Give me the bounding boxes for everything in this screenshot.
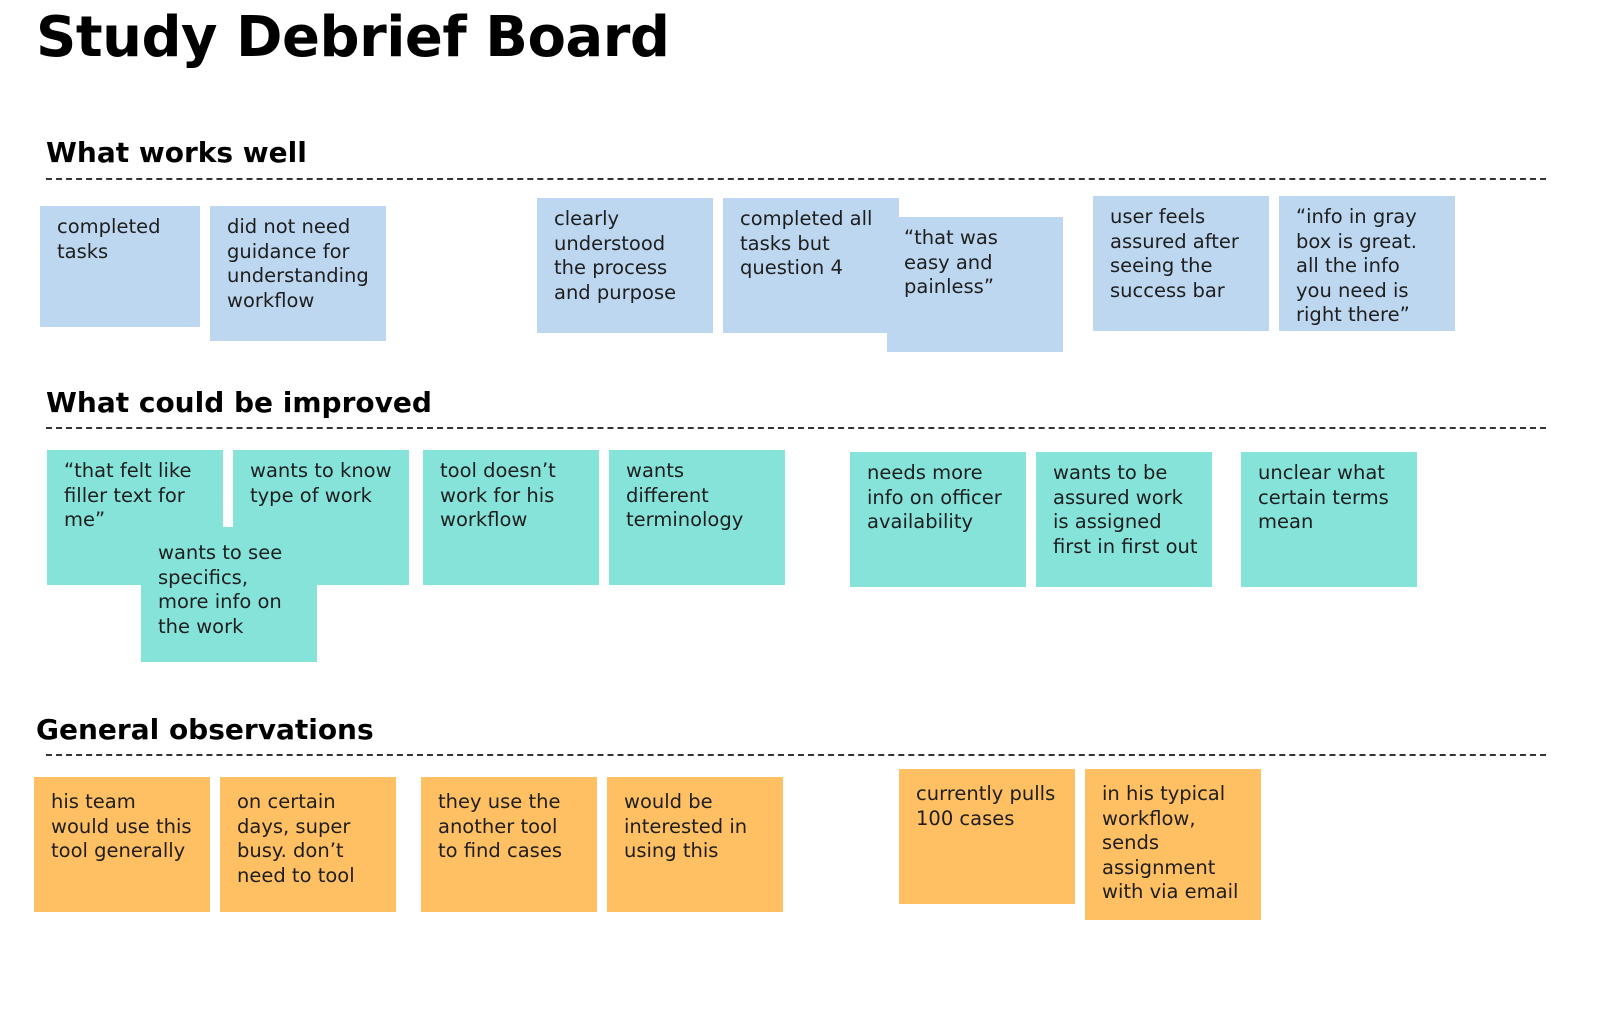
sticky-note[interactable]: “that was easy and painless” — [887, 217, 1063, 352]
sticky-note[interactable]: wants different terminology — [609, 450, 785, 585]
sticky-note[interactable]: would be interested in using this — [607, 777, 783, 912]
sticky-note[interactable]: on certain days, super busy. don’t need … — [220, 777, 396, 912]
section-title-observations: General observations — [36, 713, 374, 746]
sticky-note[interactable]: currently pulls 100 cases — [899, 769, 1075, 904]
sticky-note[interactable]: user feels assured after seeing the succ… — [1093, 196, 1269, 331]
section-divider-improve — [46, 427, 1546, 429]
sticky-note[interactable]: wants to see specifics, more info on the… — [141, 527, 317, 662]
sticky-note[interactable]: his team would use this tool generally — [34, 777, 210, 912]
section-title-works-well: What works well — [46, 136, 307, 169]
sticky-note[interactable]: unclear what certain terms mean — [1241, 452, 1417, 587]
sticky-note[interactable]: completed all tasks but question 4 — [723, 198, 899, 333]
sticky-note[interactable]: clearly understood the process and purpo… — [537, 198, 713, 333]
sticky-note[interactable]: in his typical workflow, sends assignmen… — [1085, 769, 1261, 920]
sticky-note[interactable]: tool doesn’t work for his workflow — [423, 450, 599, 585]
sticky-note[interactable]: wants to be assured work is assigned fir… — [1036, 452, 1212, 587]
sticky-note[interactable]: needs more info on officer availability — [850, 452, 1026, 587]
sticky-note[interactable]: “info in gray box is great. all the info… — [1279, 196, 1455, 331]
sticky-note[interactable]: “that felt like filler text for me” — [47, 450, 223, 585]
section-divider-works-well — [46, 178, 1546, 180]
section-title-improve: What could be improved — [46, 386, 432, 419]
sticky-note[interactable]: they use the another tool to find cases — [421, 777, 597, 912]
sticky-note[interactable]: completed tasks — [40, 206, 200, 327]
board-title: Study Debrief Board — [36, 5, 670, 70]
sticky-note[interactable]: did not need guidance for understanding … — [210, 206, 386, 341]
section-divider-observations — [46, 754, 1546, 756]
